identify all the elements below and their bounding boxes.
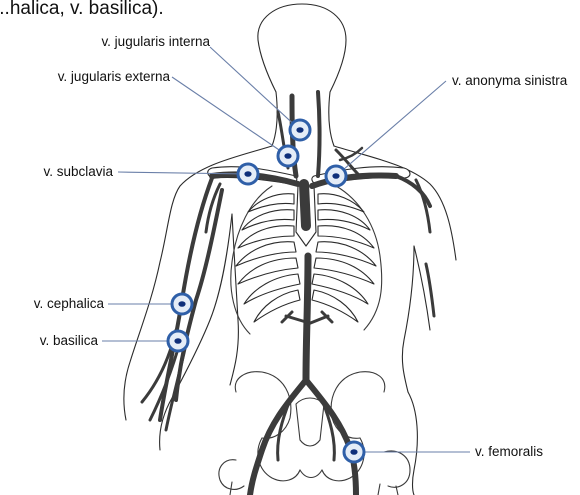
right-hip-outline xyxy=(408,392,417,495)
vein-jugularis-interna-left xyxy=(318,92,320,176)
label-jugularis-externa: v. jugularis externa xyxy=(58,69,171,84)
label-cephalica: v. cephalica xyxy=(34,296,105,311)
vein-neck-small-1 xyxy=(340,148,362,160)
sacrum xyxy=(296,398,324,446)
label-femoralis: v. femoralis xyxy=(475,444,543,459)
marker-cephalica[interactable] xyxy=(172,294,192,314)
vein-renal-left xyxy=(282,312,306,322)
label-basilica: v. basilica xyxy=(40,333,99,348)
leader-jugularis-externa xyxy=(172,77,288,156)
right-femoral-head xyxy=(384,451,410,487)
left-arm-outline-outer xyxy=(124,146,272,420)
label-anonyma-sinistra: v. anonyma sinistra xyxy=(452,73,568,88)
vein-renal-right xyxy=(308,312,332,324)
leader-anonyma-sinistra xyxy=(336,81,446,176)
neck-right xyxy=(329,92,334,146)
labels: v. jugularis interna v. jugularis extern… xyxy=(34,34,568,459)
vena-cava-superior xyxy=(304,184,306,226)
torso-right-side xyxy=(402,246,414,392)
neck-left xyxy=(272,92,277,146)
marker-jugularis-externa[interactable] xyxy=(278,146,298,166)
marker-basilica[interactable] xyxy=(168,331,188,351)
vena-cava-inferior xyxy=(306,256,308,380)
label-subclavia: v. subclavia xyxy=(43,164,113,179)
head-outline xyxy=(258,4,346,92)
marker-subclavia[interactable] xyxy=(238,164,258,184)
label-jugularis-interna: v. jugularis interna xyxy=(101,34,210,49)
leader-jugularis-interna xyxy=(210,47,300,130)
marker-jugularis-interna[interactable] xyxy=(290,120,310,140)
pubic-arch xyxy=(300,470,322,478)
header-caption: ...halica, v. basilica). xyxy=(0,0,164,19)
marker-anonyma-sinistra[interactable] xyxy=(326,166,346,186)
left-iliac-crest xyxy=(235,372,291,439)
right-arm-outline-inner xyxy=(414,246,430,330)
marker-femoralis[interactable] xyxy=(344,442,364,462)
torso-left-side xyxy=(230,214,238,385)
